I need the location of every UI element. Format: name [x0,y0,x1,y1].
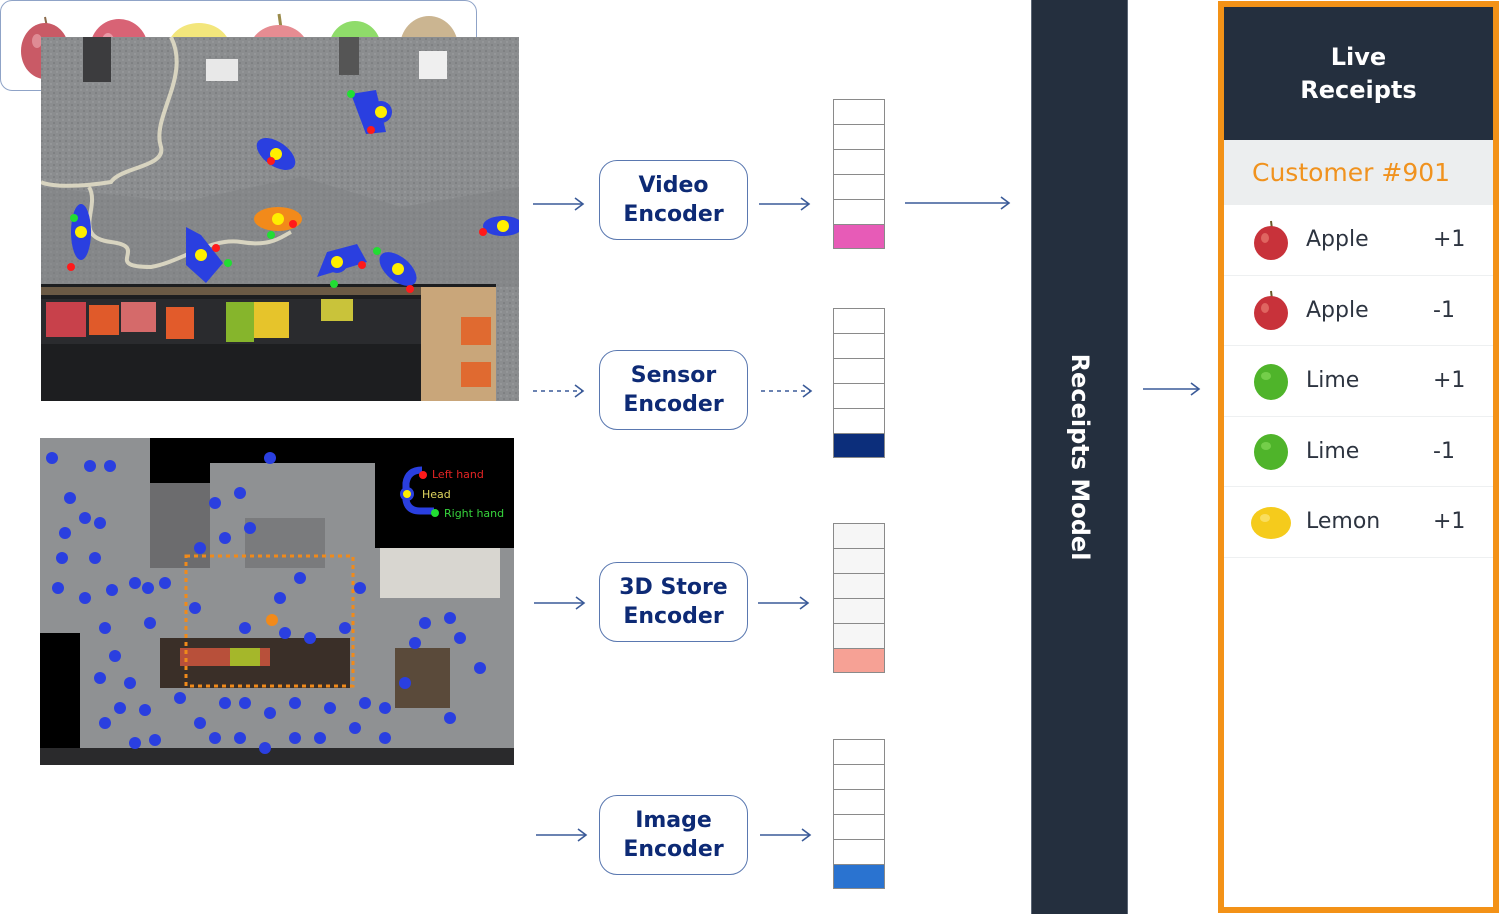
receipts-model-label: Receipts Model [1065,353,1094,561]
sensor-embedding-highlight [833,433,885,458]
receipt-line-item: Lime -1 [1224,417,1493,487]
image-encoder-box: Image Encoder [599,795,748,875]
produce [46,299,353,342]
receipt-line-item: Apple +1 [1224,205,1493,276]
receipts-title-line2: Receipts [1300,75,1417,104]
store-embedding-highlight [833,648,885,673]
item-name: Lemon [1306,509,1381,535]
receipt-line-item: Lime +1 [1224,346,1493,417]
live-receipts-panel: Live Receipts Customer #901 Apple +1 App… [1218,1,1499,913]
receipts-header: Live Receipts [1224,7,1493,140]
item-qty: -1 [1433,438,1455,464]
customer-id: Customer #901 [1224,140,1493,205]
arrow-image-out [760,828,812,842]
sensor-embedding-vector [833,308,885,458]
receipt-line-item: Apple -1 [1224,276,1493,346]
video-embedding-vector [833,99,885,249]
image-embedding-highlight [833,864,885,889]
receipts-model-block: Receipts Model [1031,0,1128,914]
apple-icon [1254,220,1288,260]
store-3d-map: Left hand Head Right hand [40,438,514,765]
shopper-poses [67,90,519,293]
arrow-to-receipts [1143,382,1201,396]
item-name: Lime [1306,368,1360,394]
encoder-label-line1: 3D Store [619,575,728,600]
encoder-label-line2: Encoder [623,837,724,862]
legend-box: Left hand Head Right hand [400,466,504,520]
lime-icon [1254,363,1288,400]
arrow-video-out [759,197,811,211]
item-name: Lime [1306,438,1360,464]
encoder-label-line2: Encoder [623,604,724,629]
legend-left-hand: Left hand [432,468,484,481]
store-encoder-box: 3D Store Encoder [599,562,748,642]
arrow-sensor-in [533,384,585,398]
item-qty: -1 [1433,297,1455,323]
apple-icon [1254,291,1288,331]
encoder-label-line1: Video [638,173,709,198]
store-map-image: Left hand Head Right hand [40,438,514,765]
video-feed-image [41,37,519,401]
lime-icon [1254,434,1288,471]
arrow-store-in [534,596,586,610]
item-name: Apple [1306,297,1369,323]
encoder-label-line1: Image [635,808,712,833]
encoder-label-line1: Sensor [630,363,717,388]
sensor-encoder-box: Sensor Encoder [599,350,748,430]
lemon-icon [1251,506,1291,539]
item-qty: +1 [1433,509,1466,535]
arrow-sensor-out [761,384,813,398]
video-encoder-box: Video Encoder [599,160,748,240]
legend-right-hand: Right hand [444,507,504,520]
receipts-title-line1: Live [1330,42,1387,71]
item-qty: +1 [1433,227,1466,253]
encoder-label-line2: Encoder [623,202,724,227]
item-name: Apple [1306,227,1369,253]
video-embedding-highlight [833,224,885,249]
arrow-video-in [533,197,585,211]
arrow-store-out [758,596,810,610]
image-embedding-vector [833,739,885,889]
store-embedding-vector [833,523,885,673]
encoder-label-line2: Encoder [623,392,724,417]
arrow-image-in [536,828,588,842]
receipt-line-item: Lemon +1 [1224,487,1493,558]
legend-head: Head [422,488,451,501]
tracked-shoppers [46,452,486,754]
arrow-to-model [905,196,1011,210]
store-overhead-video [41,37,519,401]
item-qty: +1 [1433,368,1466,394]
